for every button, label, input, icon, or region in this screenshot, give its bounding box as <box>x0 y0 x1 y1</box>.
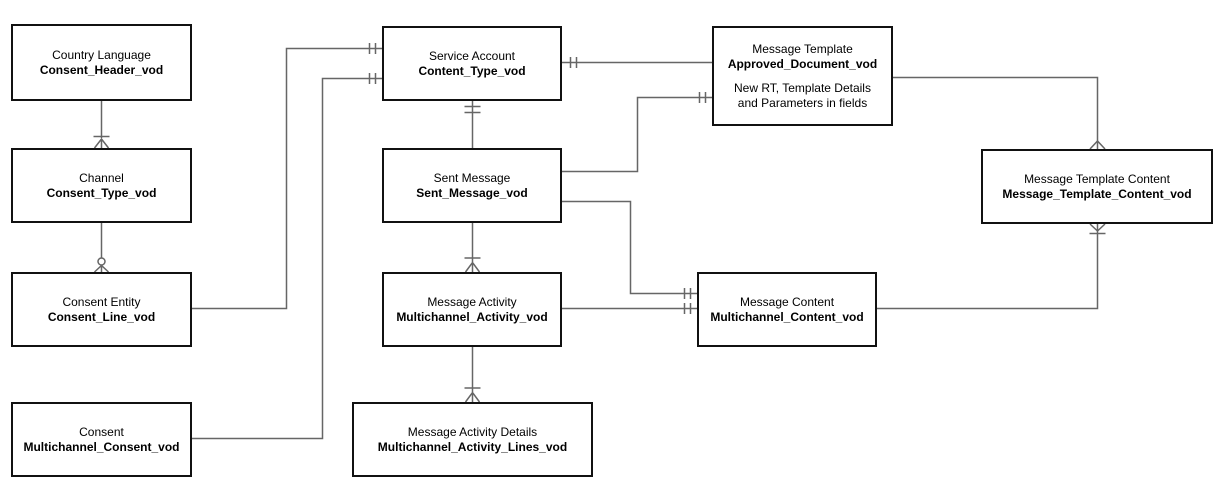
entity-message-template: Message Template Approved_Document_vod N… <box>712 26 893 126</box>
entity-label: Consent <box>79 424 124 439</box>
entity-label: Channel <box>79 170 124 185</box>
rel-serviceaccount-messagetemplate <box>562 57 712 68</box>
rel-channel-consententity <box>93 223 110 273</box>
entity-label: Message Activity <box>427 294 517 309</box>
entity-message-activity-details: Message Activity Details Multichannel_Ac… <box>352 402 593 477</box>
entity-service-account: Service Account Content_Type_vod <box>382 26 562 101</box>
entity-api-name: Multichannel_Activity_Lines_vod <box>377 439 568 454</box>
entity-sent-message: Sent Message Sent_Message_vod <box>382 148 562 223</box>
rel-mtc-messagecontent <box>877 223 1106 310</box>
entity-channel: Channel Consent_Type_vod <box>11 148 192 223</box>
entity-label: Message Template <box>752 41 853 56</box>
rel-messageactivity-messagecontent <box>562 303 697 314</box>
entity-api-name: Consent_Header_vod <box>39 62 164 77</box>
rel-sentmessage-messagetemplate <box>562 92 712 173</box>
entity-consent: Consent Multichannel_Consent_vod <box>11 402 192 477</box>
rel-countrylanguage-channel <box>93 101 110 149</box>
entity-note-line2: and Parameters in fields <box>737 95 868 110</box>
entity-api-name: Multichannel_Consent_vod <box>23 439 180 454</box>
entity-api-name: Content_Type_vod <box>418 63 526 78</box>
entity-country-language: Country Language Consent_Header_vod <box>11 24 192 101</box>
entity-label: Message Activity Details <box>407 424 538 439</box>
entity-api-name: Multichannel_Activity_vod <box>396 309 548 324</box>
entity-message-activity: Message Activity Multichannel_Activity_v… <box>382 272 562 347</box>
entity-label: Service Account <box>428 48 516 63</box>
rel-messageactivity-details <box>464 347 481 403</box>
entity-label: Message Template Content <box>1024 171 1170 186</box>
rel-sentmessage-messageactivity <box>464 223 481 273</box>
rel-consententity-serviceaccount <box>192 43 382 310</box>
entity-note-line1: New RT, Template Details <box>734 80 871 95</box>
entity-api-name: Message_Template_Content_vod <box>1002 186 1192 201</box>
entity-api-name: Sent_Message_vod <box>416 185 528 200</box>
rel-messagetemplate-mtc <box>893 76 1106 150</box>
rel-serviceaccount-sentmessage <box>464 101 481 148</box>
entity-api-name: Multichannel_Content_vod <box>710 309 864 324</box>
rel-consent-serviceaccount <box>192 73 382 440</box>
rel-sentmessage-messagecontent <box>562 200 697 299</box>
entity-api-name: Consent_Type_vod <box>46 185 157 200</box>
entity-label: Sent Message <box>433 170 511 185</box>
entity-consent-entity: Consent Entity Consent_Line_vod <box>11 272 192 347</box>
entity-message-content: Message Content Multichannel_Content_vod <box>697 272 877 347</box>
entity-api-name: Consent_Line_vod <box>47 309 156 324</box>
entity-api-name: Approved_Document_vod <box>727 56 878 71</box>
entity-label: Message Content <box>739 294 835 309</box>
entity-label: Country Language <box>52 47 151 62</box>
entity-message-template-content: Message Template Content Message_Templat… <box>981 149 1213 224</box>
entity-label: Consent Entity <box>62 294 141 309</box>
